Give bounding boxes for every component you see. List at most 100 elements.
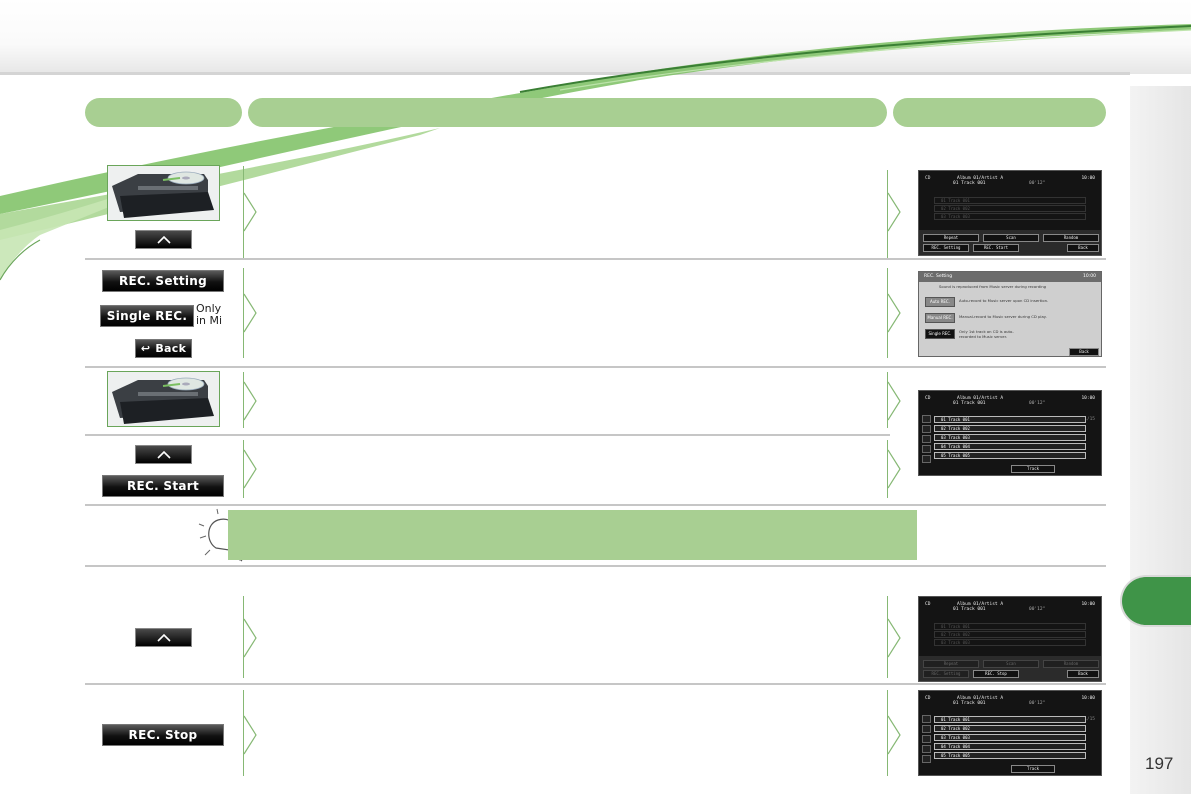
scan-button: Scan [983, 660, 1039, 668]
scroll-bottom-button[interactable] [922, 755, 931, 763]
repeat-button[interactable]: Repeat [923, 234, 979, 242]
screen-source-icon: CD [925, 602, 931, 607]
screen-clock: 10:00 [1081, 396, 1095, 401]
column-line [887, 268, 888, 358]
open-close-button-2[interactable] [135, 445, 192, 464]
back-button[interactable]: Back [1067, 670, 1099, 678]
track-row[interactable]: 01 Track 001 [934, 716, 1086, 723]
row-divider [85, 258, 1106, 260]
column-line [243, 596, 244, 678]
chevron-right-icon [887, 293, 901, 333]
track-row[interactable]: 05 Track 005 [934, 752, 1086, 759]
rec-setting-header: REC. Setting 10:00 [919, 272, 1101, 282]
rec-stop-button[interactable]: REC. Stop [973, 670, 1019, 678]
scroll-bottom-button[interactable] [922, 455, 931, 463]
playback-screen: CD Album 01/Artist A 01 Track 001 10:00 … [918, 170, 1102, 256]
rec-start-button[interactable]: REC. Start [102, 475, 224, 497]
chapter-tab [1122, 577, 1191, 625]
column-line [887, 170, 888, 258]
column-line [243, 690, 244, 776]
chevron-right-icon [887, 618, 901, 658]
screen-track-title: 01 Track 001 [953, 607, 986, 612]
chevron-right-icon [243, 449, 257, 489]
track-list-button[interactable]: Track [1011, 765, 1055, 773]
row-divider [85, 366, 1106, 368]
scroll-mid-button[interactable] [922, 435, 931, 443]
column-line [243, 372, 244, 428]
track-row[interactable]: 05 Track 005 [934, 452, 1086, 459]
track-row[interactable]: 04 Track 004 [934, 443, 1086, 450]
rec-start-button[interactable]: REC. Start [973, 244, 1019, 252]
chevron-right-icon [243, 715, 257, 755]
column-line [887, 690, 888, 776]
track-row[interactable]: 02 Track 002 [934, 725, 1086, 732]
manual-rec-option[interactable]: Manual REC. [925, 313, 955, 323]
chevron-up-icon [156, 450, 171, 459]
single-rec-button[interactable]: Single REC. [100, 305, 194, 327]
screen-album-title: Album 01/Artist A [957, 696, 1004, 701]
screen-button-bar: Repeat Scan Random REC. Setting REC. Sta… [919, 230, 1101, 255]
open-close-button[interactable] [135, 230, 192, 249]
screen-album-title: Album 01/Artist A [957, 396, 1004, 401]
track-row[interactable]: 03 Track 003 [934, 434, 1086, 441]
rec-setting-button: REC. Setting [923, 670, 969, 678]
back-button[interactable]: Back [1069, 348, 1099, 356]
back-button[interactable]: ↩ Back [135, 339, 192, 358]
track-row[interactable]: 02 Track 002 [934, 631, 1086, 638]
chevron-up-icon [156, 235, 171, 244]
track-row[interactable]: 01 Track 001 [934, 197, 1086, 204]
track-row[interactable]: 02 Track 002 [934, 425, 1086, 432]
column-line [887, 372, 888, 428]
column-line [243, 166, 244, 258]
track-row[interactable]: 01 Track 001 [934, 623, 1086, 630]
track-row[interactable]: 02 Track 002 [934, 205, 1086, 212]
row-divider [85, 504, 1106, 506]
back-button[interactable]: Back [1067, 244, 1099, 252]
scroll-top-button[interactable] [922, 715, 931, 723]
scroll-up-button[interactable] [922, 425, 931, 433]
cd-insert-illustration [108, 166, 219, 220]
track-row[interactable]: 03 Track 003 [934, 213, 1086, 220]
rec-setting-clock: 10:00 [1083, 274, 1096, 279]
track-row[interactable]: 03 Track 003 [934, 734, 1086, 741]
row-divider [85, 565, 1106, 567]
screen-elapsed: 00'12" [1029, 607, 1046, 612]
single-rec-option[interactable]: Single REC. [925, 329, 955, 339]
cd-slot-photo [107, 165, 220, 221]
random-button[interactable]: Random [1043, 234, 1099, 242]
random-button: Random [1043, 660, 1099, 668]
manual-rec-desc: Manual-record to Music server during CD … [959, 314, 1047, 319]
header-rule [0, 72, 1130, 75]
scroll-mid-button[interactable] [922, 735, 931, 743]
rec-setting-subtitle: Sound is reproduced from Music server du… [939, 284, 1047, 289]
auto-rec-option[interactable]: Auto REC. [925, 297, 955, 307]
chevron-right-icon [887, 192, 901, 232]
track-row[interactable]: 04 Track 004 [934, 743, 1086, 750]
track-list-screen: CD Album 01/Artist A 01 Track 001 10:00 … [918, 690, 1102, 776]
row-divider [85, 683, 1106, 685]
track-row[interactable]: 03 Track 003 [934, 639, 1086, 646]
page-indicator: 1/15 [1084, 417, 1095, 422]
page-indicator: 1/15 [1084, 717, 1095, 722]
scroll-down-button[interactable] [922, 745, 931, 753]
chevron-right-icon [243, 618, 257, 658]
chevron-up-icon [156, 633, 171, 642]
track-select-screen: CD Album 01/Artist A 01 Track 001 10:00 … [918, 390, 1102, 476]
rec-setting-button[interactable]: REC. Setting [102, 270, 224, 292]
scroll-top-button[interactable] [922, 415, 931, 423]
screen-elapsed: 00'12" [1029, 701, 1046, 706]
track-list-button[interactable]: Track [1011, 465, 1055, 473]
rec-stop-button[interactable]: REC. Stop [102, 724, 224, 746]
chevron-right-icon [243, 381, 257, 421]
rec-setting-button[interactable]: REC. Setting [923, 244, 969, 252]
chevron-right-icon [887, 449, 901, 489]
screen-source-icon: CD [925, 396, 931, 401]
open-close-button-3[interactable] [135, 628, 192, 647]
scroll-down-button[interactable] [922, 445, 931, 453]
rec-setting-screen: REC. Setting 10:00 Sound is reproduced f… [918, 271, 1102, 357]
screen-track-title: 01 Track 001 [953, 401, 986, 406]
scan-button[interactable]: Scan [983, 234, 1039, 242]
track-row[interactable]: 01 Track 001 [934, 416, 1086, 423]
single-rec-note-line1: Only [196, 302, 222, 315]
scroll-up-button[interactable] [922, 725, 931, 733]
